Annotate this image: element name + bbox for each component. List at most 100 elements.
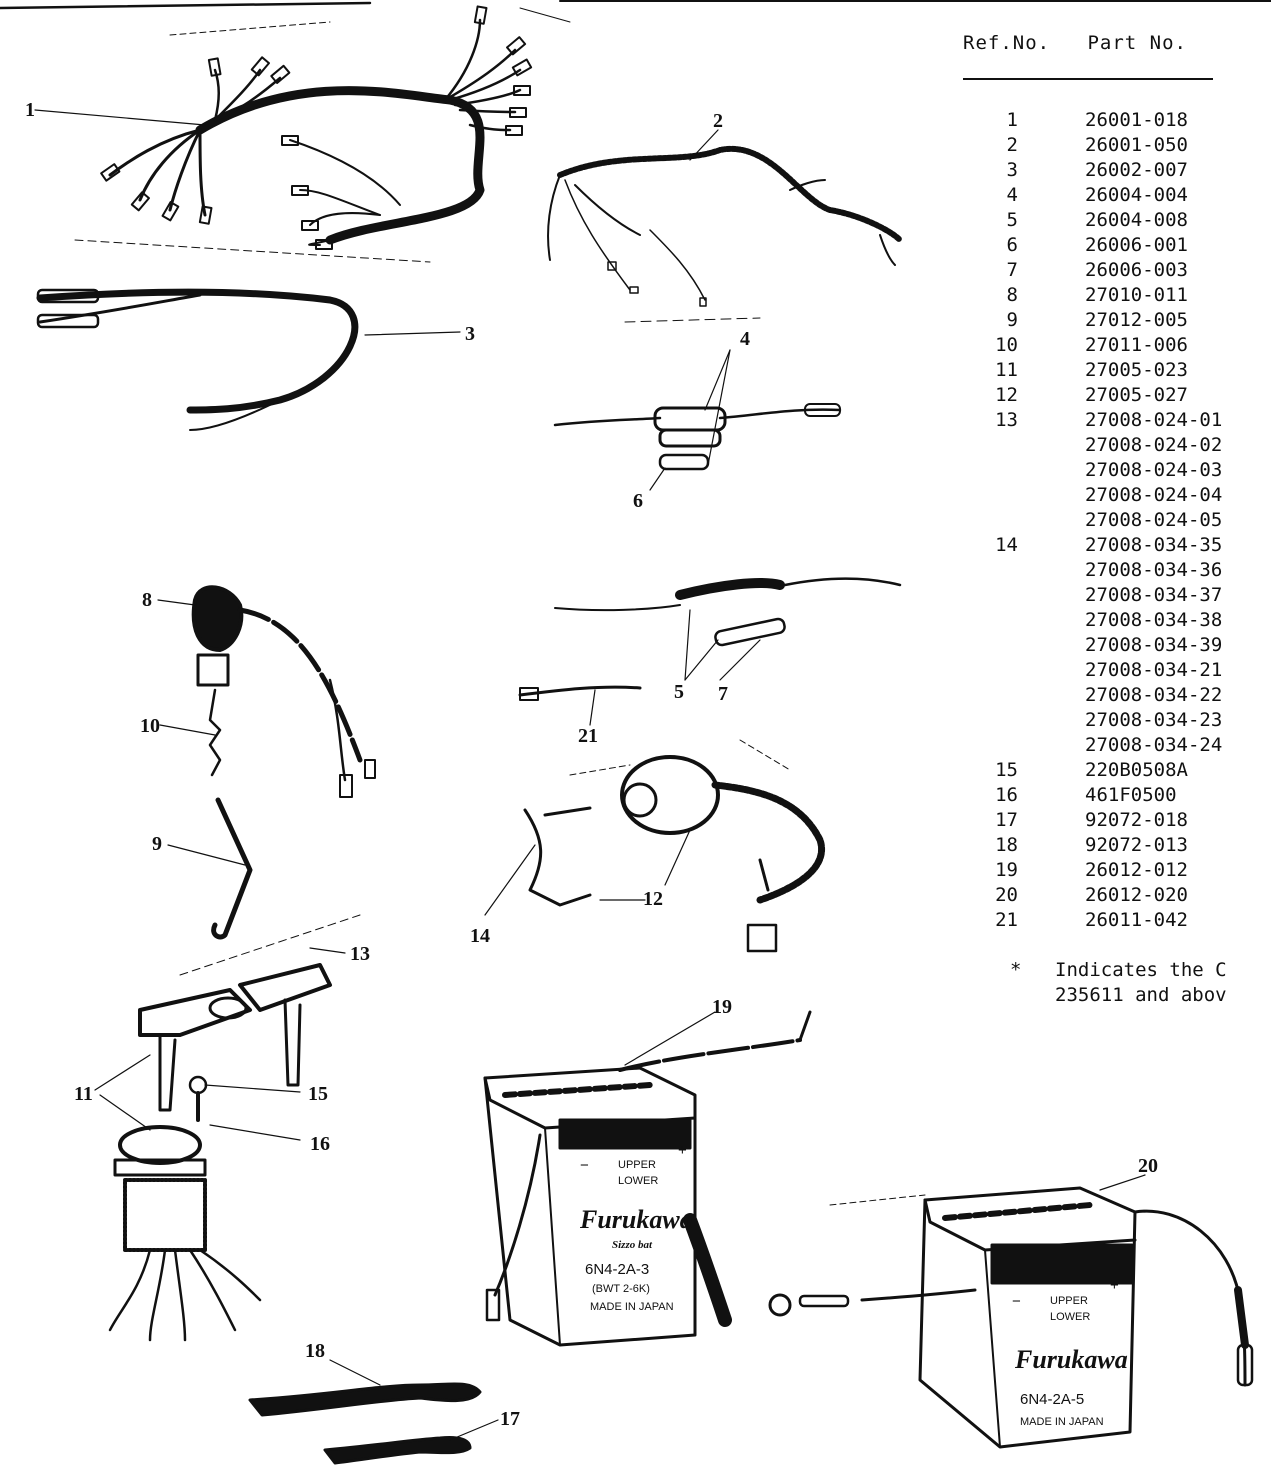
part-number: 26006-003 bbox=[1085, 259, 1188, 281]
ref-number: 6 bbox=[1006, 234, 1018, 256]
part-number: 27008-034-38 bbox=[1085, 609, 1223, 631]
ref-number: 21 bbox=[995, 909, 1018, 931]
part-number: 27008-034-24 bbox=[1085, 734, 1223, 756]
callout-6: 6 bbox=[633, 490, 643, 512]
callout-5: 5 bbox=[674, 681, 684, 703]
ref-number: 14 bbox=[995, 534, 1018, 556]
ignition-switch bbox=[484, 739, 826, 953]
battery-large-upper: UPPER bbox=[618, 1159, 656, 1171]
ref-number: 13 bbox=[995, 409, 1018, 431]
part-number: 27008-024-01 bbox=[1085, 409, 1223, 431]
part-number: 27008-034-39 bbox=[1085, 634, 1223, 656]
footnote-line-2: 235611 and abov bbox=[1055, 984, 1227, 1006]
battery-small-origin: MADE IN JAPAN bbox=[1020, 1416, 1104, 1428]
callout-13: 13 bbox=[350, 943, 370, 965]
header-ref-no: Ref.No. bbox=[963, 32, 1051, 54]
table-row: 16 461F0500 bbox=[963, 783, 1271, 808]
ref-number: 20 bbox=[995, 884, 1018, 906]
table-row: 27008-034-24 bbox=[963, 733, 1271, 758]
ref-number: 7 bbox=[1006, 259, 1018, 281]
part-number: 27008-034-21 bbox=[1085, 659, 1223, 681]
ref-number: 9 bbox=[1006, 309, 1018, 331]
table-row: 27008-024-03 bbox=[963, 458, 1271, 483]
battery-6n4-2a-3 bbox=[483, 1010, 812, 1347]
header-divider bbox=[963, 78, 1213, 80]
callout-4: 4 bbox=[740, 328, 750, 350]
part-number: 26006-001 bbox=[1085, 234, 1188, 256]
part-number: 220B0508A bbox=[1085, 759, 1188, 781]
part-number: 27008-034-36 bbox=[1085, 559, 1223, 581]
part-number: 27008-024-03 bbox=[1085, 459, 1223, 481]
battery-small-upper: UPPER bbox=[1050, 1295, 1088, 1307]
rod bbox=[167, 797, 253, 940]
ground-cable bbox=[36, 288, 461, 431]
battery-large-labels: − + UPPER LOWER Furukawa Sizzo bat 6N4-2… bbox=[579, 1142, 693, 1313]
table-row: 9 27012-005 bbox=[963, 308, 1271, 333]
part-number: 27012-005 bbox=[1085, 309, 1188, 331]
table-row: 6 26006-001 bbox=[963, 233, 1271, 258]
part-number: 26001-018 bbox=[1085, 109, 1188, 131]
callout-7: 7 bbox=[718, 683, 728, 705]
key-set-and-lock bbox=[94, 914, 361, 1342]
fuse-holder bbox=[553, 349, 842, 491]
battery-large-plus: + bbox=[678, 1142, 687, 1159]
ref-number: 17 bbox=[995, 809, 1018, 831]
table-row: 27008-034-21 bbox=[963, 658, 1271, 683]
table-row: 27008-034-37 bbox=[963, 583, 1271, 608]
ref-number: 5 bbox=[1006, 209, 1018, 231]
battery-small-plus: + bbox=[1110, 1277, 1119, 1294]
callout-15: 15 bbox=[308, 1083, 328, 1105]
part-number: 27008-034-22 bbox=[1085, 684, 1223, 706]
battery-small-minus: − bbox=[1012, 1293, 1021, 1310]
part-number: 27005-027 bbox=[1085, 384, 1188, 406]
callout-2: 2 bbox=[713, 110, 723, 132]
battery-small-brand: Furukawa bbox=[1014, 1345, 1128, 1374]
part-number: 27011-006 bbox=[1085, 334, 1188, 356]
callout-20: 20 bbox=[1138, 1155, 1158, 1177]
table-row: 27008-034-22 bbox=[963, 683, 1271, 708]
battery-large-spec: (BWT 2-6K) bbox=[592, 1283, 650, 1295]
table-header: Ref.No. Part No. bbox=[963, 28, 1271, 58]
callout-16: 16 bbox=[310, 1133, 330, 1155]
battery-6n4-2a-5 bbox=[768, 1174, 1254, 1449]
wiring-harness-secondary bbox=[547, 129, 903, 323]
part-number: 26004-004 bbox=[1085, 184, 1188, 206]
callout-18: 18 bbox=[305, 1340, 325, 1362]
part-number: 27008-034-23 bbox=[1085, 709, 1223, 731]
table-row: 27008-034-36 bbox=[963, 558, 1271, 583]
table-row: 27008-034-23 bbox=[963, 708, 1271, 733]
callout-21: 21 bbox=[578, 725, 598, 747]
table-row: 27008-024-05 bbox=[963, 508, 1271, 533]
callout-8: 8 bbox=[142, 589, 152, 611]
battery-small-labels: − + UPPER LOWER Furukawa 6N4-2A-5 MADE I… bbox=[1012, 1277, 1128, 1428]
callout-11: 11 bbox=[74, 1083, 93, 1105]
table-row: 27008-034-38 bbox=[963, 608, 1271, 633]
table-row: 27008-024-02 bbox=[963, 433, 1271, 458]
wiring-harness-main bbox=[34, 5, 533, 263]
table-row: 27008-024-04 bbox=[963, 483, 1271, 508]
part-number: 27008-034-35 bbox=[1085, 534, 1223, 556]
callout-14: 14 bbox=[470, 925, 490, 947]
footnote-line-1: Indicates the C bbox=[1055, 959, 1227, 981]
resistor-and-leads bbox=[518, 577, 902, 726]
part-number: 461F0500 bbox=[1085, 784, 1177, 806]
ref-number: 16 bbox=[995, 784, 1018, 806]
ref-number: 15 bbox=[995, 759, 1018, 781]
part-number: 27008-024-05 bbox=[1085, 509, 1223, 531]
